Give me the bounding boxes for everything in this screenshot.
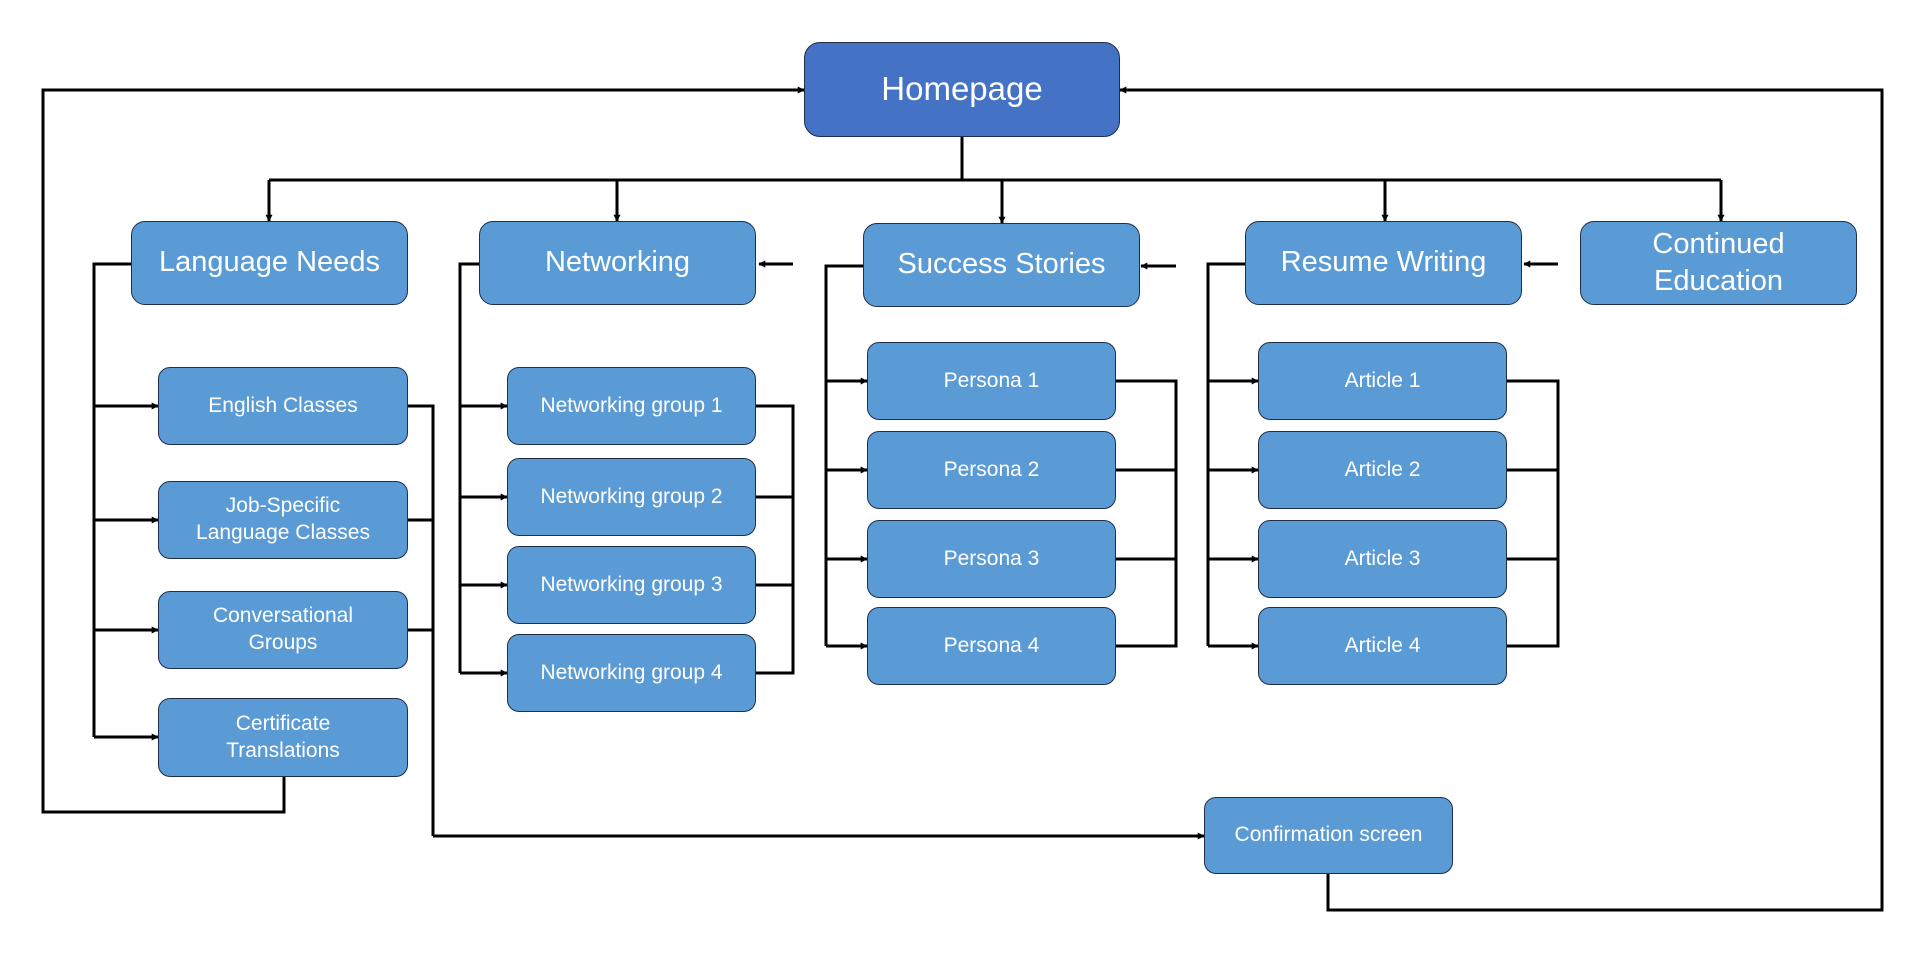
persona-1-node[interactable]: Persona 1 <box>867 342 1116 420</box>
article-3-node[interactable]: Article 3 <box>1258 520 1507 598</box>
language-needs-label: Language Needs <box>159 246 380 279</box>
job-specific-language-classes-label: Job-Specific Language Classes <box>196 494 370 544</box>
success-stories-node[interactable]: Success Stories <box>863 223 1140 307</box>
continued-education-label: Continued Education <box>1652 227 1785 297</box>
language-items-to-confirmation-line <box>408 404 435 836</box>
networking-group-2-label: Networking group 2 <box>540 484 723 508</box>
resume-writing-branch-line <box>1206 262 1245 646</box>
networking-group-3-label: Networking group 3 <box>540 572 723 596</box>
persona-2-label: Persona 2 <box>943 457 1040 481</box>
certificate-translations-node[interactable]: Certificate Translations <box>158 698 408 777</box>
networking-return-line <box>756 404 795 675</box>
language-needs-branch-line <box>92 262 131 737</box>
resume-writing-return-line <box>1507 379 1560 648</box>
conversational-groups-node[interactable]: Conversational Groups <box>158 591 408 669</box>
article-1-label: Article 1 <box>1344 368 1421 392</box>
resume-writing-label: Resume Writing <box>1280 246 1487 279</box>
success-stories-label: Success Stories <box>897 248 1106 281</box>
networking-group-4-node[interactable]: Networking group 4 <box>507 634 756 712</box>
networking-group-1-node[interactable]: Networking group 1 <box>507 367 756 445</box>
networking-group-1-label: Networking group 1 <box>540 393 723 417</box>
article-1-node[interactable]: Article 1 <box>1258 342 1507 420</box>
job-specific-language-classes-node[interactable]: Job-Specific Language Classes <box>158 481 408 559</box>
article-4-node[interactable]: Article 4 <box>1258 607 1507 685</box>
persona-3-node[interactable]: Persona 3 <box>867 520 1116 598</box>
homepage-label: Homepage <box>881 70 1043 108</box>
networking-node[interactable]: Networking <box>479 221 756 305</box>
networking-branch-line <box>458 262 479 673</box>
persona-2-node[interactable]: Persona 2 <box>867 431 1116 509</box>
return-to-homepage-right <box>1119 86 1884 912</box>
article-3-label: Article 3 <box>1344 546 1421 570</box>
persona-4-node[interactable]: Persona 4 <box>867 607 1116 685</box>
networking-group-4-label: Networking group 4 <box>540 660 723 684</box>
confirmation-screen-node[interactable]: Confirmation screen <box>1204 797 1453 874</box>
persona-4-label: Persona 4 <box>943 633 1040 657</box>
continued-education-node[interactable]: Continued Education <box>1580 221 1857 305</box>
networking-label: Networking <box>544 246 691 279</box>
networking-group-2-node[interactable]: Networking group 2 <box>507 458 756 536</box>
language-needs-node[interactable]: Language Needs <box>131 221 408 305</box>
persona-1-label: Persona 1 <box>943 368 1040 392</box>
homepage-node[interactable]: Homepage <box>804 42 1120 137</box>
english-classes-node[interactable]: English Classes <box>158 367 408 445</box>
persona-3-label: Persona 3 <box>943 546 1040 570</box>
article-4-label: Article 4 <box>1344 633 1421 657</box>
return-to-homepage-left <box>41 86 805 814</box>
networking-group-3-node[interactable]: Networking group 3 <box>507 546 756 624</box>
conversational-groups-label: Conversational Groups <box>212 604 354 654</box>
success-stories-branch-line <box>824 264 863 646</box>
confirmation-screen-label: Confirmation screen <box>1234 823 1423 847</box>
certificate-translations-label: Certificate Translations <box>226 711 340 762</box>
resume-writing-node[interactable]: Resume Writing <box>1245 221 1522 305</box>
article-2-label: Article 2 <box>1344 457 1421 481</box>
article-2-node[interactable]: Article 2 <box>1258 431 1507 509</box>
english-classes-label: English Classes <box>208 393 358 417</box>
success-stories-return-line <box>1116 379 1178 648</box>
